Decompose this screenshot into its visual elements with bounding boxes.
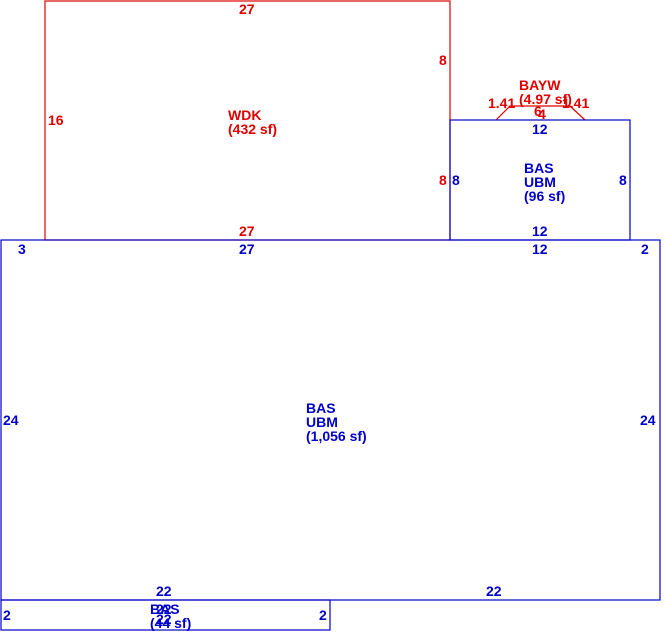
- bas-small-code-label: BAS: [524, 160, 554, 176]
- bas-small-dim-bottom: 12: [532, 223, 548, 239]
- bas-main-sub-label: UBM: [306, 414, 338, 430]
- bas-small-dim-right: 8: [619, 172, 627, 188]
- wdk-dim-left: 16: [48, 112, 64, 128]
- bas-bottom-outline: [0, 599, 331, 631]
- bas-bottom-area: 2 2 22 22 BAS (44 sf): [0, 599, 331, 631]
- bas-main-dim-bottom-right: 22: [486, 583, 502, 599]
- bas-main-dim-bottom-left: 22: [156, 583, 172, 599]
- bas-main-dim-top-mid: 12: [532, 241, 548, 257]
- bayw-area: BAYW (4.97 sf) 1.41 1.41 6 4: [488, 77, 589, 122]
- wdk-area: 27 8 8 16 27 WDK (432 sf): [44, 0, 451, 241]
- bas-bottom-dim-top: 22: [156, 601, 172, 617]
- bayw-dim-left-diag: 1.41: [488, 95, 515, 111]
- bas-main-dim-top: 27: [239, 241, 255, 257]
- bas-small-area-label: (96 sf): [524, 188, 565, 204]
- bas-main-dim-top-left: 3: [18, 241, 26, 257]
- wdk-dim-right-upper: 8: [439, 52, 447, 68]
- bayw-area-label: (4.97 sf): [519, 91, 572, 107]
- bas-bottom-area-label: (44 sf): [150, 615, 191, 631]
- bayw-outline: [495, 105, 586, 121]
- wdk-area-label: (432 sf): [228, 121, 277, 137]
- bas-small-dim-top: 12: [532, 121, 548, 137]
- bas-small-area: 12 8 8 12 BAS UBM (96 sf): [449, 119, 631, 241]
- wdk-code-label: WDK: [228, 107, 261, 123]
- bas-main-dim-right: 24: [640, 412, 656, 428]
- bas-small-sub-label: UBM: [524, 174, 556, 190]
- bayw-dim-top-overlap: 4: [538, 106, 546, 122]
- bas-main-dim-left: 24: [3, 412, 19, 428]
- bayw-dim-top: 6: [534, 103, 542, 119]
- bas-bottom-code-label: BAS: [150, 601, 180, 617]
- bas-bottom-dim-bottom: 22: [156, 611, 172, 627]
- bas-main-area-label: (1,056 sf): [306, 428, 367, 444]
- bayw-code-label: BAYW: [519, 77, 561, 93]
- bas-main-dim-top-right: 2: [641, 241, 649, 257]
- bas-main-code-label: BAS: [306, 400, 336, 416]
- bas-small-dim-left: 8: [452, 172, 460, 188]
- bas-bottom-dim-right: 2: [319, 607, 327, 623]
- wdk-dim-bottom: 27: [239, 223, 255, 239]
- bayw-dim-right-diag: 1.41: [562, 95, 589, 111]
- bas-bottom-dim-left: 2: [3, 607, 11, 623]
- wdk-dim-top: 27: [239, 1, 255, 17]
- bas-main-area: 3 27 12 2 24 24 22 22 BAS UBM (1,056 sf): [0, 239, 661, 601]
- wdk-dim-right-lower: 8: [439, 172, 447, 188]
